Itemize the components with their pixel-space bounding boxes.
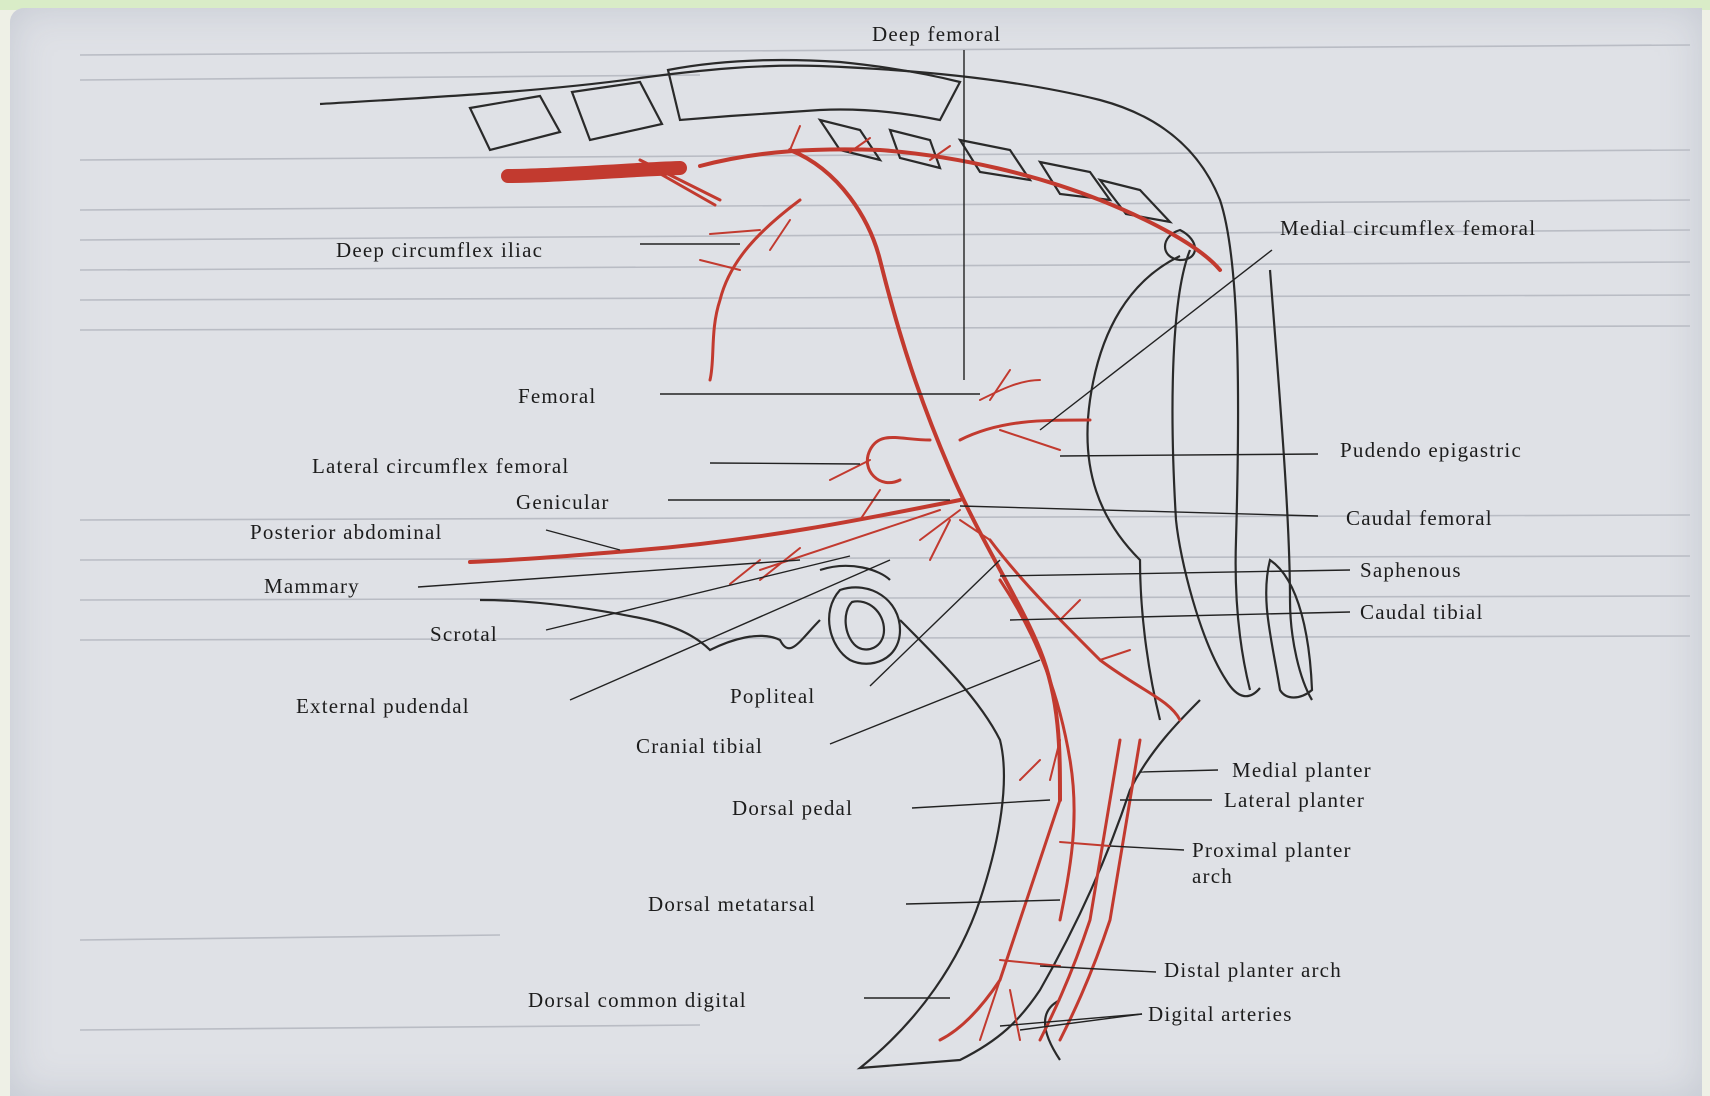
label-digital-arteries: Digital arteries (1148, 1002, 1293, 1026)
label-deep-femoral: Deep femoral (872, 22, 1001, 46)
label-dorsal-metatarsal: Dorsal metatarsal (648, 892, 816, 916)
label-caudal-tibial: Caudal tibial (1360, 600, 1484, 624)
label-proximal-planter-arch-line2: arch (1192, 864, 1233, 888)
label-lateral-circumflex-femoral: Lateral circumflex femoral (312, 454, 569, 478)
label-medial-planter: Medial planter (1232, 758, 1372, 782)
label-mammary: Mammary (264, 574, 360, 598)
label-posterior-abdominal: Posterior abdominal (250, 520, 443, 544)
label-distal-planter-arch: Distal planter arch (1164, 958, 1342, 982)
label-genicular: Genicular (516, 490, 610, 514)
arteries (470, 126, 1220, 1040)
label-scrotal: Scrotal (430, 622, 498, 646)
label-saphenous: Saphenous (1360, 558, 1462, 582)
label-lateral-planter: Lateral planter (1224, 788, 1365, 812)
label-pudendo-epigastric: Pudendo epigastric (1340, 438, 1522, 462)
label-medial-circumflex-femoral: Medial circumflex femoral (1280, 216, 1536, 240)
label-popliteal: Popliteal (730, 684, 815, 708)
label-external-pudendal: External pudendal (296, 694, 470, 718)
label-deep-circumflex-iliac: Deep circumflex iliac (336, 238, 543, 262)
label-dorsal-pedal: Dorsal pedal (732, 796, 853, 820)
label-femoral: Femoral (518, 384, 596, 408)
label-cranial-tibial: Cranial tibial (636, 734, 763, 758)
label-caudal-femoral: Caudal femoral (1346, 506, 1493, 530)
label-dorsal-common-digital: Dorsal common digital (528, 988, 747, 1012)
label-proximal-planter-arch-line1: Proximal planter (1192, 838, 1352, 862)
